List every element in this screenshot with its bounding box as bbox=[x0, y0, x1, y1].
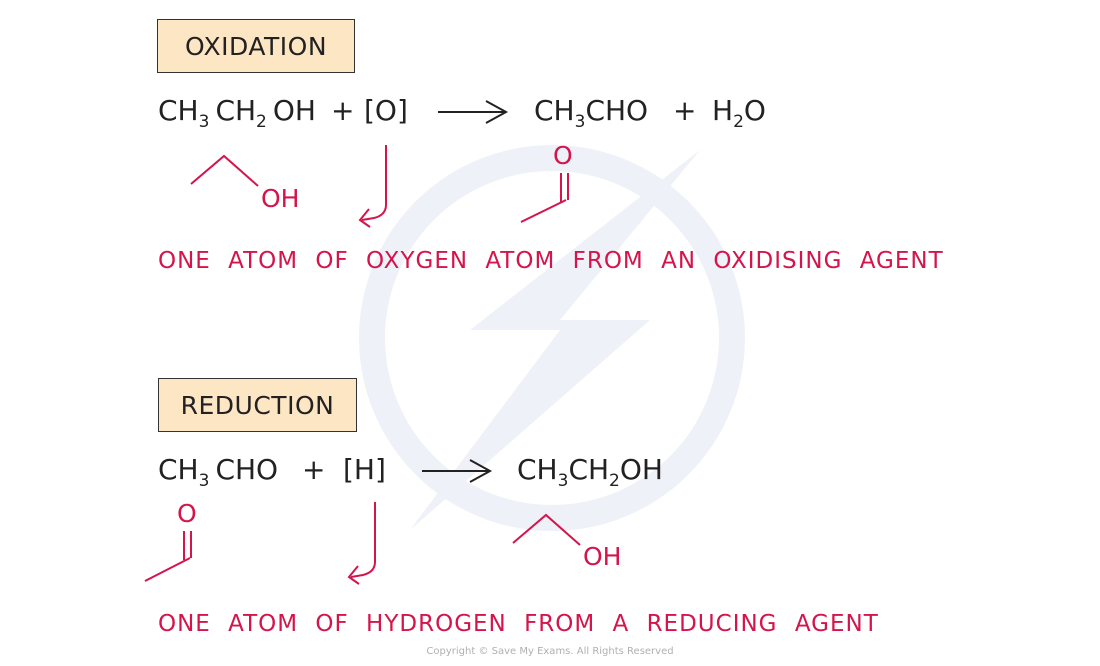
ethanol-skeletal-icon: OH bbox=[190, 154, 299, 213]
ethanal-skeletal-icon-2: O bbox=[144, 499, 197, 582]
copyright-text: Copyright © Save My Exams. All Rights Re… bbox=[426, 646, 674, 657]
oxidation-product-water: H2O bbox=[712, 94, 766, 132]
ethanol-skeletal-icon-2: OH bbox=[512, 513, 621, 571]
reduction-note: ONE ATOM OF HYDROGEN FROM A REDUCING AGE… bbox=[158, 611, 879, 637]
ethanol-oh-label: OH bbox=[261, 184, 299, 213]
ethanal-o-label: O bbox=[553, 141, 573, 170]
oxidation-product-ethanal: CH3CHO bbox=[534, 94, 649, 132]
reduction-reaction-arrow-icon bbox=[422, 459, 493, 483]
reduction-reactant-hydrogen: [H] bbox=[343, 453, 386, 486]
oxidation-note: ONE ATOM OF OXYGEN ATOM FROM AN OXIDISIN… bbox=[158, 248, 944, 274]
oxidation-label-text: OXIDATION bbox=[184, 31, 328, 61]
reduction-label: REDUCTION bbox=[158, 378, 357, 432]
reduction-product-ethanol: CH3CH2OH bbox=[517, 453, 663, 491]
oxidation-reaction-arrow-icon bbox=[438, 100, 509, 124]
hydrogen-down-arrow-icon bbox=[347, 502, 376, 585]
ethanol-oh-label-2: OH bbox=[583, 542, 621, 571]
oxygen-down-arrow-icon bbox=[358, 145, 387, 228]
reduction-label-text: REDUCTION bbox=[180, 390, 335, 420]
ethanal-o-label-2: O bbox=[177, 499, 197, 528]
ethanal-skeletal-icon: O bbox=[520, 141, 573, 223]
oxidation-plus-sign: + bbox=[331, 94, 355, 127]
oxidation-plus-sign-2: + bbox=[673, 94, 697, 127]
oxidation-reactant-oxygen: [O] bbox=[364, 94, 408, 127]
oxidation-label: OXIDATION bbox=[157, 19, 355, 73]
reduction-plus-sign: + bbox=[302, 453, 326, 486]
